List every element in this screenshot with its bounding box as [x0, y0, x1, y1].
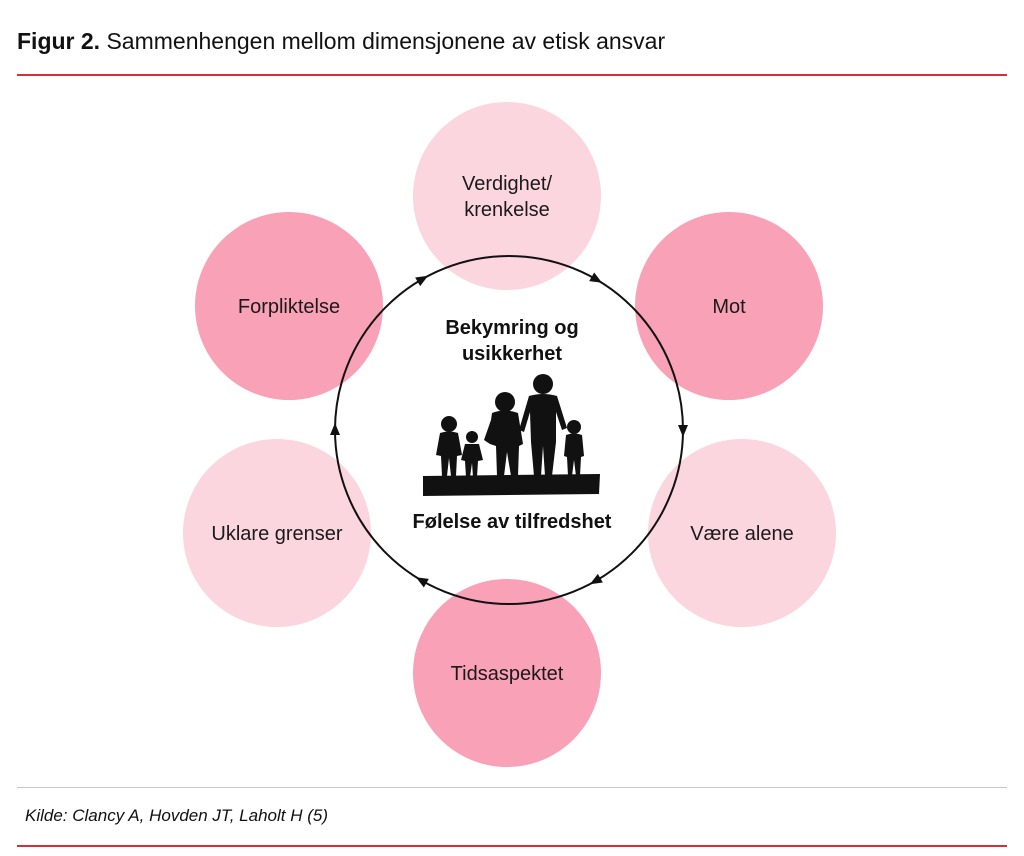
center-top-line-2: usikkerhet [462, 343, 562, 365]
node-circle-mot [635, 212, 823, 400]
node-label-verdighet-1: Verdighet/ [462, 173, 553, 195]
node-uklare-grenser: Uklare grenser [183, 439, 371, 627]
node-label-forpliktelse: Forpliktelse [238, 296, 340, 318]
node-circle-forpliktelse [195, 212, 383, 400]
node-verdighet: Verdighet/krenkelse [413, 102, 601, 290]
figure-title-text: Sammenhengen mellom dimensjonene av etis… [106, 28, 666, 54]
node-vaere-alene: Være alene [648, 439, 836, 627]
center-bottom-line: Følelse av tilfredshet [413, 511, 612, 533]
node-label-verdighet-2: krenkelse [464, 199, 550, 221]
cycle-arrowhead-5 [330, 423, 340, 435]
cycle-ring [330, 255, 688, 605]
node-circle-uklare-grenser [183, 439, 371, 627]
figure-title: Figur 2. Sammenhengen mellom dimensjonen… [17, 28, 665, 55]
source-divider [17, 787, 1007, 788]
node-label-mot: Mot [712, 296, 746, 318]
cycle-arrowhead-3 [589, 573, 603, 585]
node-forpliktelse: Forpliktelse [195, 212, 383, 400]
source-note: Kilde: Clancy A, Hovden JT, Laholt H (5) [25, 806, 328, 825]
node-label-uklare-grenser: Uklare grenser [211, 523, 343, 545]
node-tidsaspektet: Tidsaspektet [413, 579, 601, 767]
cycle-arrowhead-6 [415, 275, 429, 287]
cycle-arrows [330, 272, 688, 588]
family-silhouette-icon [423, 374, 600, 496]
top-divider [17, 74, 1007, 76]
cycle-arrowhead-4 [415, 577, 429, 588]
node-label-vaere-alene: Være alene [690, 523, 793, 545]
figure-label: Figur 2. [17, 28, 101, 54]
bottom-divider [17, 845, 1007, 847]
node-mot: Mot [635, 212, 823, 400]
cycle-arrowhead-2 [678, 425, 688, 437]
center-top-line-1: Bekymring og [445, 317, 578, 339]
center-text-top: Bekymring og usikkerhet [445, 317, 578, 365]
node-circle-vaere-alene [648, 439, 836, 627]
cycle-arrowhead-1 [589, 272, 603, 283]
node-circle-tidsaspektet [413, 579, 601, 767]
node-label-tidsaspektet: Tidsaspektet [451, 663, 564, 685]
node-circle-verdighet [413, 102, 601, 290]
